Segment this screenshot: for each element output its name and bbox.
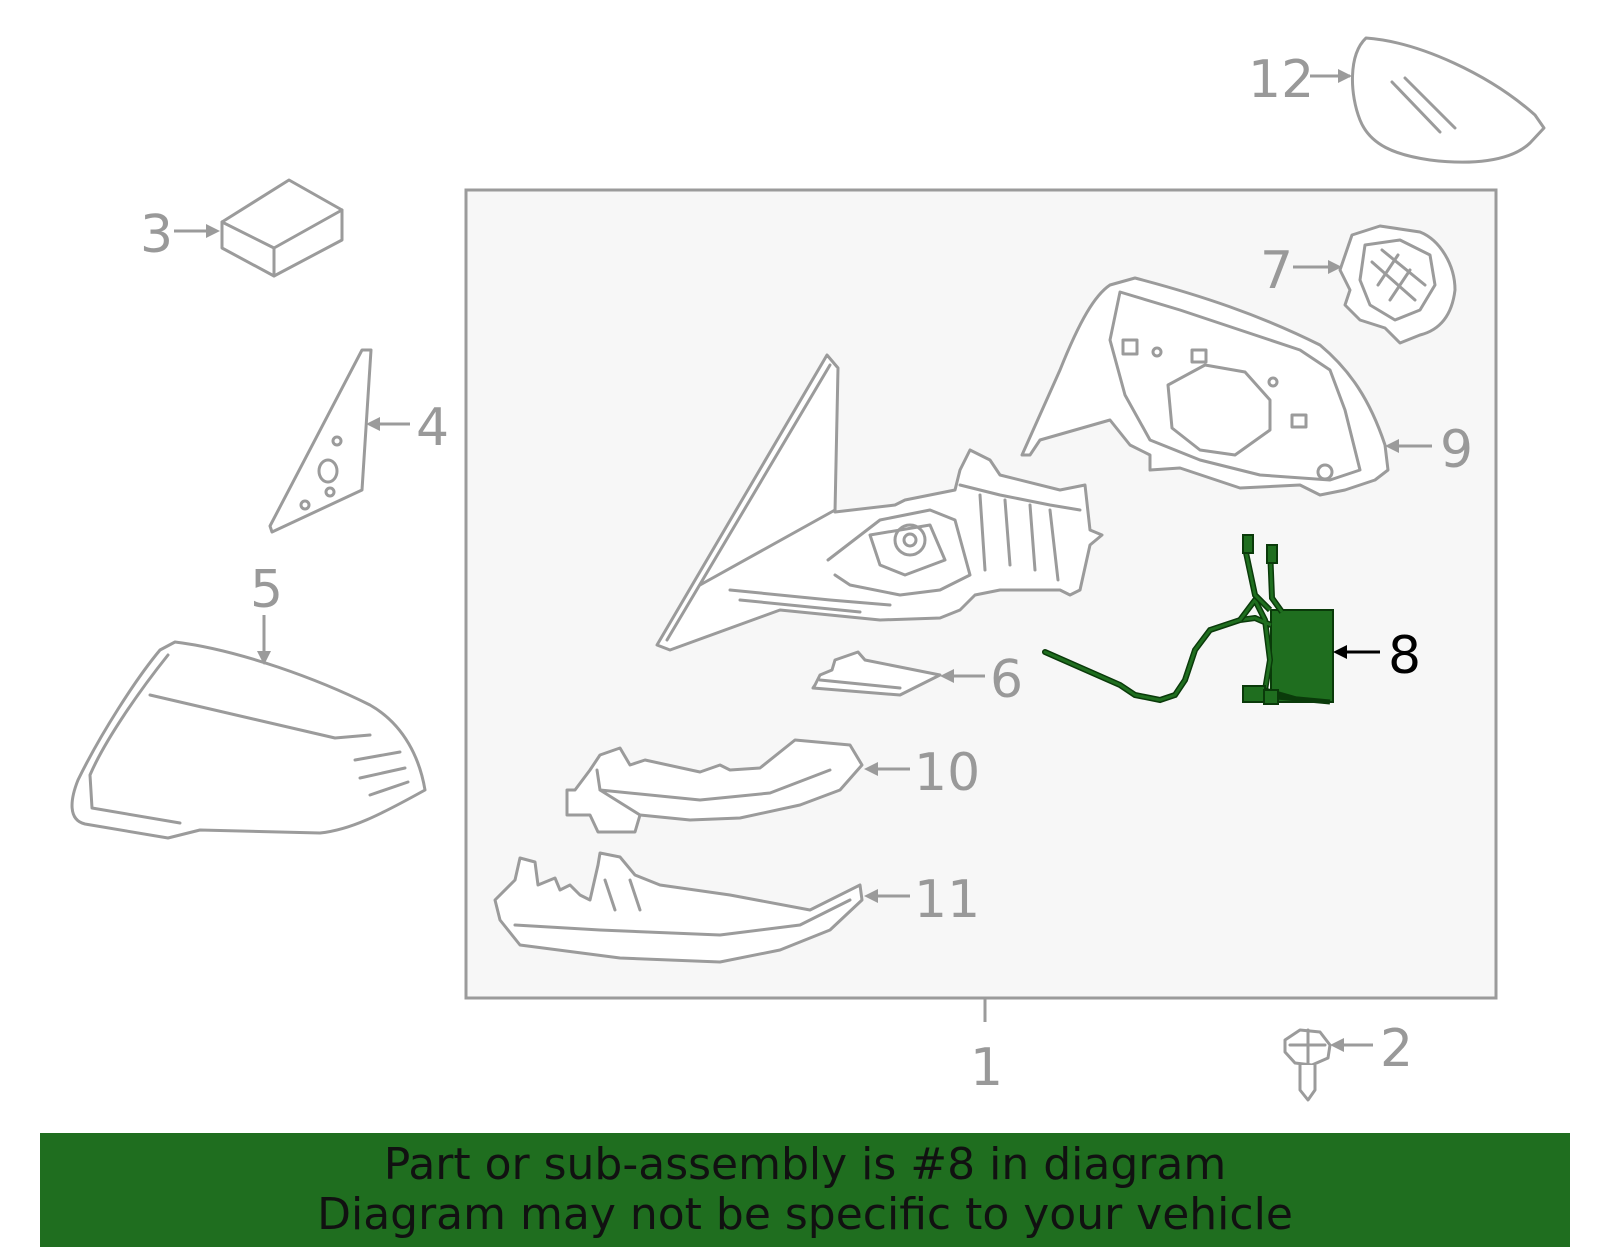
callout-10: 10: [914, 743, 980, 803]
info-banner: Part or sub-assembly is #8 in diagram Di…: [40, 1133, 1570, 1247]
banner-line-2: Diagram may not be specific to your vehi…: [317, 1189, 1293, 1240]
callout-5: 5: [250, 560, 283, 620]
arrow-10: [864, 762, 878, 776]
callout-2: 2: [1380, 1019, 1413, 1079]
harness-module: [1270, 609, 1334, 703]
part-1-mirror-base[interactable]: [655, 353, 1104, 652]
callout-3: 3: [140, 205, 173, 265]
callout-8: 8: [1388, 626, 1421, 686]
callout-6: 6: [990, 650, 1023, 710]
callout-1: 1: [970, 1038, 1003, 1098]
callout-9: 9: [1440, 420, 1473, 480]
part-4-triangle-trim[interactable]: [268, 348, 373, 534]
arrow-3: [206, 224, 220, 238]
callout-7: 7: [1260, 241, 1293, 301]
arrow-5: [257, 651, 271, 665]
arrow-9: [1385, 439, 1399, 453]
part-8-wiring-harness[interactable]: [1042, 534, 1334, 705]
part-10-turn-signal[interactable]: [565, 738, 864, 834]
arrow-7: [1328, 260, 1342, 274]
part-12-mirror-glass[interactable]: [1351, 36, 1546, 164]
part-3-block[interactable]: [220, 178, 344, 278]
arrow-12: [1338, 69, 1352, 83]
callout-12: 12: [1248, 50, 1314, 110]
part-6-bracket[interactable]: [811, 650, 942, 697]
banner-line-1: Part or sub-assembly is #8 in diagram: [383, 1139, 1227, 1190]
arrow-2: [1330, 1038, 1344, 1052]
callout-4: 4: [416, 398, 449, 458]
part-5-mirror-cover[interactable]: [70, 640, 427, 840]
arrow-8: [1333, 645, 1347, 659]
callout-11: 11: [914, 870, 980, 930]
part-7-actuator[interactable]: [1338, 224, 1457, 345]
part-11-lower-lens[interactable]: [493, 851, 864, 964]
arrow-4: [366, 417, 380, 431]
arrow-6: [940, 669, 954, 683]
arrow-11: [864, 889, 878, 903]
part-9-housing[interactable]: [1020, 276, 1390, 497]
part-2-bolt[interactable]: [1283, 1028, 1332, 1102]
